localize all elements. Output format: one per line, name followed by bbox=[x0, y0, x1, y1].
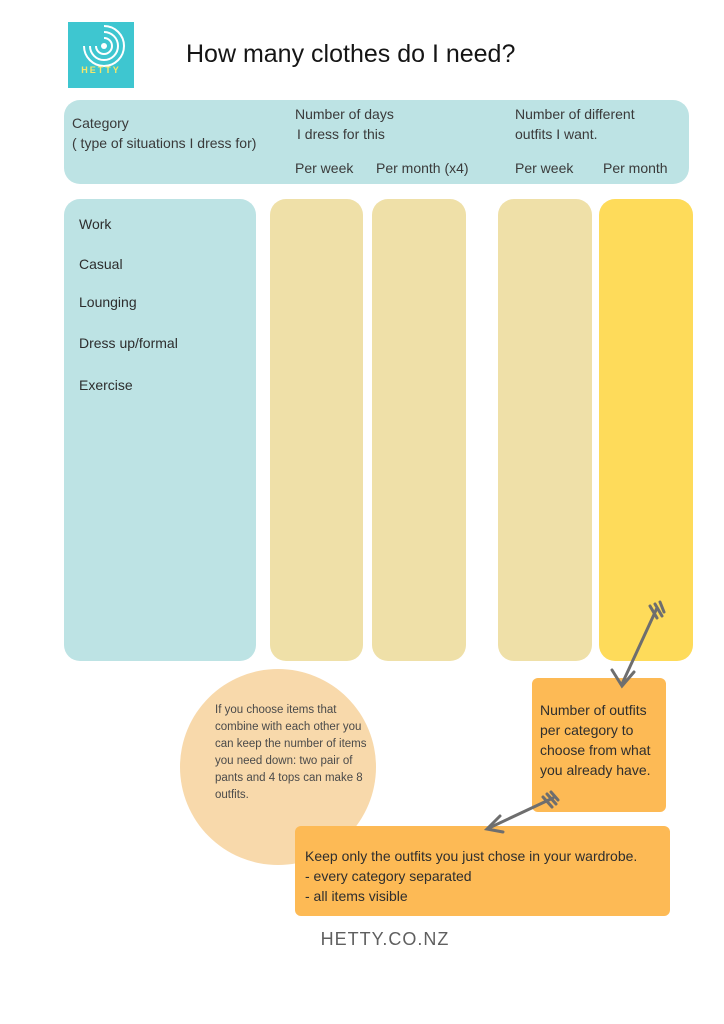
wardrobe-note-line1: Keep only the outfits you just chose in … bbox=[305, 848, 638, 864]
tip-circle-text: If you choose items that combine with ea… bbox=[215, 704, 367, 801]
header-category-sub: ( type of situations I dress for) bbox=[72, 135, 257, 151]
header-outfits-line2: outfits I want. bbox=[515, 126, 598, 142]
header-category-label: Category bbox=[72, 115, 129, 131]
category-work: Work bbox=[79, 216, 112, 232]
wardrobe-note-box bbox=[295, 826, 670, 916]
wardrobe-note-line2: - every category separated bbox=[305, 868, 472, 884]
logo-text: HETTY bbox=[81, 65, 121, 75]
header-outfits-per-month: Per month bbox=[603, 160, 668, 176]
category-casual: Casual bbox=[79, 256, 123, 272]
page-title: How many clothes do I need? bbox=[186, 40, 516, 68]
header-days-line1: Number of days bbox=[295, 106, 394, 122]
header-band bbox=[64, 100, 689, 184]
header-days-per-week: Per week bbox=[295, 160, 354, 176]
header-outfits-per-week: Per week bbox=[515, 160, 574, 176]
category-exercise: Exercise bbox=[79, 377, 133, 393]
category-dress-up: Dress up/formal bbox=[79, 335, 178, 351]
outfits-per-month-column[interactable] bbox=[599, 199, 693, 661]
arrow-icon bbox=[483, 790, 560, 834]
days-per-month-column[interactable] bbox=[372, 199, 466, 661]
header-outfits-line1: Number of different bbox=[515, 106, 635, 122]
header-days-line2: I dress for this bbox=[297, 126, 385, 142]
wardrobe-note-line3: - all items visible bbox=[305, 888, 408, 904]
category-column bbox=[64, 199, 256, 661]
signal-waves-icon bbox=[83, 25, 125, 67]
category-lounging: Lounging bbox=[79, 294, 137, 310]
arrow-icon bbox=[610, 600, 666, 689]
hetty-logo: HETTY bbox=[68, 22, 134, 88]
outfits-note-box bbox=[532, 678, 666, 812]
days-per-week-column[interactable] bbox=[270, 199, 363, 661]
outfits-per-week-column[interactable] bbox=[498, 199, 592, 661]
header-days-per-month: Per month (x4) bbox=[376, 160, 469, 176]
outfits-note-text: Number of outfits per category to choose… bbox=[540, 702, 651, 778]
footer-url: HETTY.CO.NZ bbox=[320, 929, 450, 949]
